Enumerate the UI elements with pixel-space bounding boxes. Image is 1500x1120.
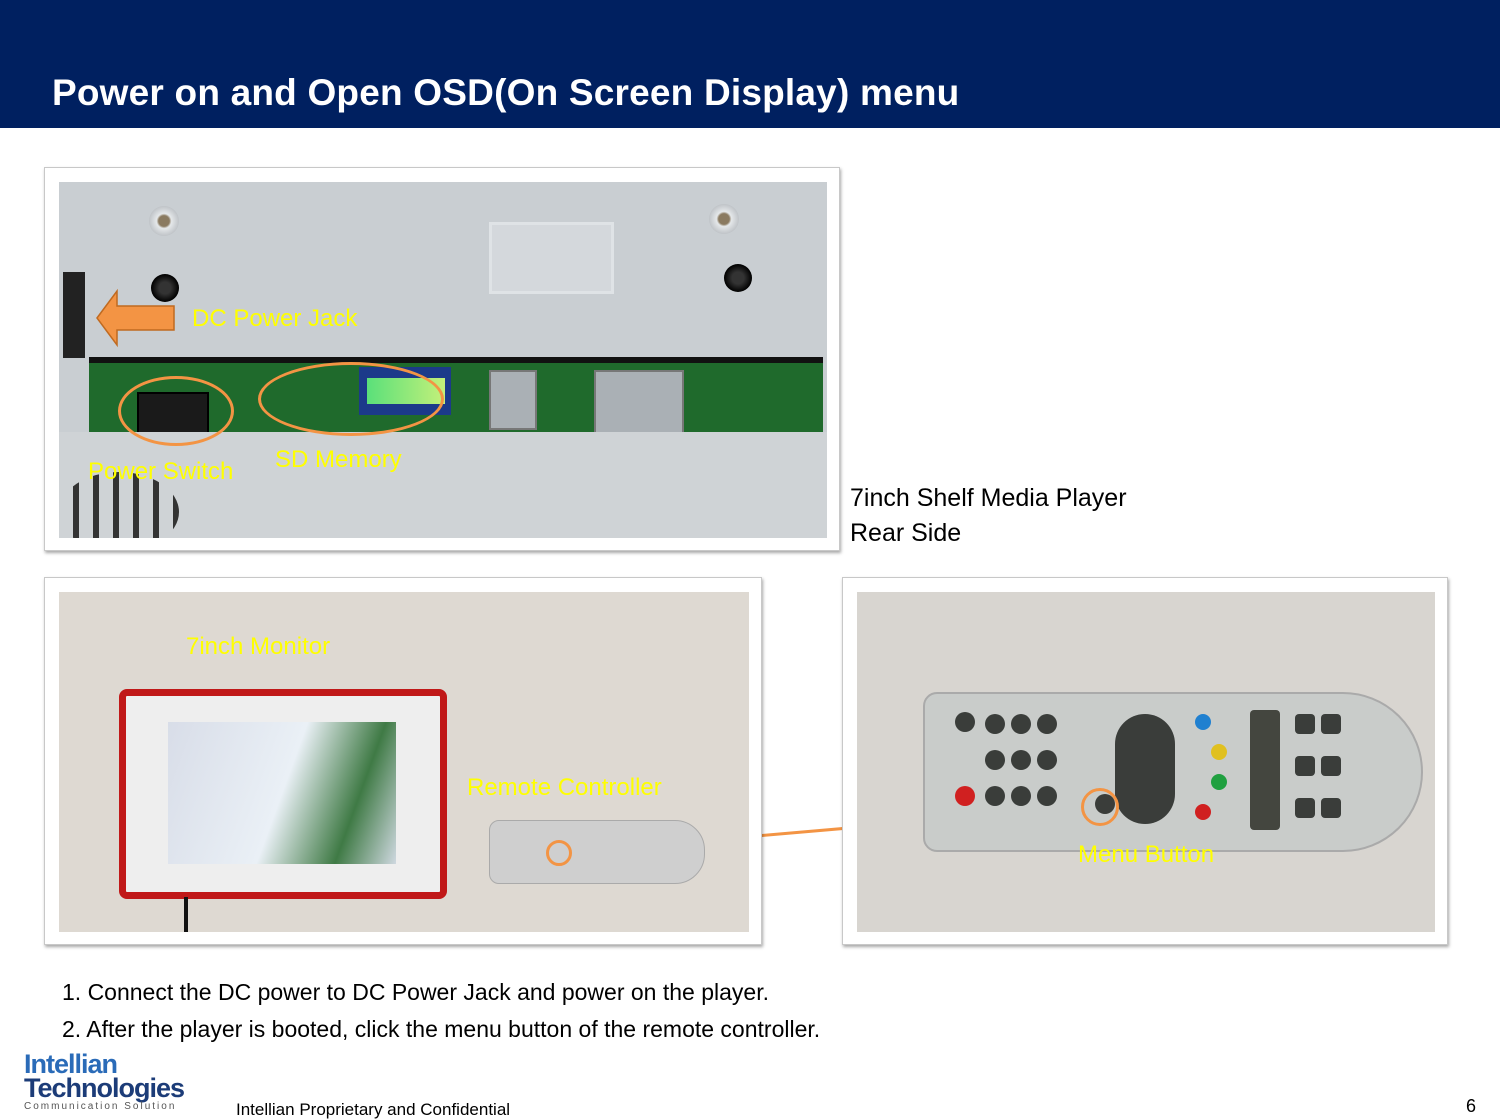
remote-button: [1295, 756, 1315, 776]
remote-green-button: [1211, 774, 1227, 790]
housing-cover: [59, 432, 827, 538]
title-bar: Power on and Open OSD(On Screen Display)…: [0, 0, 1500, 128]
remote-button: [1321, 756, 1341, 776]
remote-volume-rocker: [1250, 710, 1280, 830]
remote-button: [1011, 786, 1031, 806]
remote-button: [1295, 714, 1315, 734]
remote-button: [1037, 750, 1057, 770]
remote-button: [1037, 786, 1057, 806]
menu-button-highlight-small: [546, 840, 572, 866]
instruction-list: 1. Connect the DC power to DC Power Jack…: [62, 974, 820, 1048]
instruction-step-1: 1. Connect the DC power to DC Power Jack…: [62, 979, 769, 1005]
remote-button: [1321, 798, 1341, 818]
mount-post: [709, 204, 739, 234]
remote-controller: [923, 692, 1423, 852]
speaker-grille: [59, 472, 179, 538]
bracket: [489, 222, 614, 294]
monitor-remote-photo: [44, 577, 762, 945]
confidential-notice: Intellian Proprietary and Confidential: [236, 1100, 511, 1119]
remote-yellow-button: [1211, 744, 1227, 760]
label-power-switch: Power Switch: [88, 458, 234, 485]
logo-line-2: Technologies: [24, 1073, 185, 1103]
usb-port-dual: [594, 370, 684, 440]
remote-dpad: [1115, 714, 1175, 824]
mount-post: [149, 206, 179, 236]
remote-controller-small: [489, 820, 705, 884]
power-cable: [184, 897, 188, 932]
caption-line-1: 7inch Shelf Media Player: [850, 484, 1127, 512]
caption-line-2: Rear Side: [850, 519, 962, 547]
rear-side-photo: [44, 167, 840, 551]
label-menu-button: Menu Button: [1078, 841, 1215, 868]
menu-button-highlight: [1081, 788, 1119, 826]
remote-button: [985, 750, 1005, 770]
remote-power-button: [955, 786, 975, 806]
monitor-remote-image: [59, 592, 749, 932]
page-number: 6: [1466, 1096, 1477, 1116]
sd-memory-highlight: [258, 362, 444, 436]
remote-button: [985, 714, 1005, 734]
label-dc-power-jack: DC Power Jack: [192, 305, 358, 332]
dc-power-jack: [63, 272, 85, 358]
company-logo: Intellian Technologies Communication Sol…: [24, 1049, 224, 1114]
remote-red-button: [1195, 804, 1211, 820]
monitor-screen: [168, 722, 396, 864]
remote-button: [1011, 714, 1031, 734]
rear-side-caption: 7inch Shelf Media Player Rear Side: [850, 481, 1127, 551]
remote-button: [1295, 798, 1315, 818]
remote-button: [1321, 714, 1341, 734]
power-switch-highlight: [118, 376, 234, 446]
remote-button: [955, 712, 975, 732]
remote-closeup-photo: [842, 577, 1448, 945]
remote-button: [985, 786, 1005, 806]
label-remote-controller: Remote Controller: [467, 774, 662, 801]
screw: [151, 274, 179, 302]
label-monitor: 7inch Monitor: [186, 633, 331, 660]
remote-blue-button: [1195, 714, 1211, 730]
remote-button: [1011, 750, 1031, 770]
screw: [724, 264, 752, 292]
label-sd-memory: SD Memory: [275, 446, 402, 473]
remote-closeup-image: [857, 592, 1435, 932]
logo-line-1: Intellian: [24, 1049, 118, 1079]
remote-button: [1037, 714, 1057, 734]
usb-port: [489, 370, 537, 430]
monitor: [119, 689, 447, 899]
instruction-step-2: 2. After the player is booted, click the…: [62, 1016, 821, 1042]
slide-title: Power on and Open OSD(On Screen Display)…: [52, 72, 960, 113]
logo-tagline: Communication Solution: [24, 1101, 177, 1112]
